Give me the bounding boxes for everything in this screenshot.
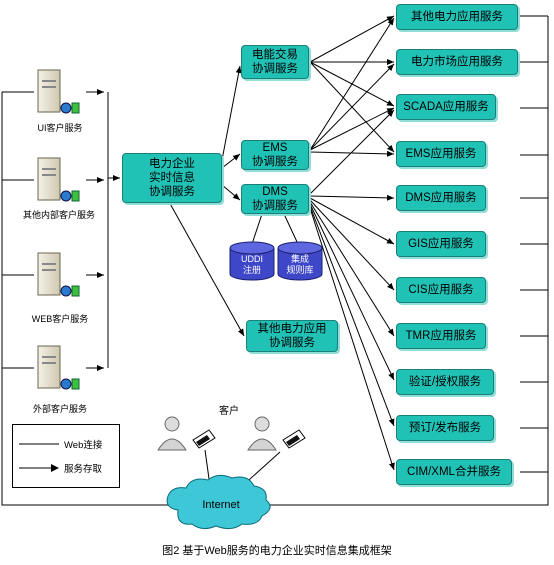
legend-service-access: 服务存取 <box>19 461 102 475</box>
server-icon <box>37 69 80 114</box>
service-label: 其他电力应用服务 <box>411 11 503 23</box>
service-box[interactable]: CIM/XML合并服务 <box>396 459 512 485</box>
uddi-database-icon <box>229 241 275 281</box>
hub-line-3: 协调服务 <box>149 186 195 198</box>
service-label: 预订/发布服务 <box>408 422 482 434</box>
client-label: UI客户服务 <box>37 123 83 133</box>
coord-line-2: 协调服务 <box>252 200 298 212</box>
client-label: WEB客户服务 <box>31 314 89 324</box>
customer-icon <box>247 416 306 451</box>
service-box[interactable]: EMS应用服务 <box>396 141 486 167</box>
dms-coordination[interactable]: DMS 协调服务 <box>241 184 309 214</box>
service-label: TMR应用服务 <box>405 330 477 342</box>
coord-line-1: 其他电力应用 <box>257 323 327 335</box>
legend-web-link: Web连接 <box>19 437 102 451</box>
coord-line-2: 协调服务 <box>269 337 315 349</box>
internet-label: Internet <box>202 499 240 511</box>
service-box[interactable]: TMR应用服务 <box>396 323 486 349</box>
client-label: 外部客户服务 <box>32 404 87 414</box>
service-label: CIS应用服务 <box>408 284 474 296</box>
service-box[interactable]: 验证/授权服务 <box>396 369 494 395</box>
coord-line-2: 协调服务 <box>252 63 298 75</box>
customer-label: 客户 <box>219 406 239 417</box>
customer-icon <box>157 416 216 451</box>
service-box[interactable]: 预订/发布服务 <box>396 415 494 441</box>
service-box[interactable]: CIS应用服务 <box>396 277 486 303</box>
figure-caption: 图2 基于Web服务的电力企业实时信息集成框架 <box>162 545 392 557</box>
rules-database-icon <box>277 241 323 281</box>
internet-cloud-icon <box>166 474 271 530</box>
server-icon <box>37 252 80 297</box>
service-box[interactable]: 电力市场应用服务 <box>396 49 518 75</box>
service-label: GIS应用服务 <box>408 238 474 250</box>
service-box[interactable]: DMS应用服务 <box>396 185 486 211</box>
server-icon <box>37 157 80 202</box>
service-label: 验证/授权服务 <box>408 376 482 388</box>
energy-trading-coordination[interactable]: 电能交易协调服务 <box>241 45 309 79</box>
service-label: EMS应用服务 <box>405 148 477 160</box>
server-icon <box>37 345 80 390</box>
service-label: CIM/XML合并服务 <box>407 466 501 478</box>
service-box[interactable]: SCADA应用服务 <box>396 94 496 120</box>
service-box[interactable]: GIS应用服务 <box>396 231 486 257</box>
client-label: 其他内部客户服务 <box>22 210 95 220</box>
coord-line-2: 协调服务 <box>252 156 298 168</box>
database-label: 集成规则库 <box>286 254 314 275</box>
service-label: SCADA应用服务 <box>403 101 489 113</box>
service-label: 电力市场应用服务 <box>411 56 503 68</box>
service-label: DMS应用服务 <box>405 192 477 204</box>
hub-coordination-service[interactable]: 电力企业 实时信息 协调服务 <box>122 153 222 203</box>
hub-line-2: 实时信息 <box>149 172 195 184</box>
legend-web-link-label: Web连接 <box>64 440 103 451</box>
ems-coordination[interactable]: EMS 协调服务 <box>241 140 309 170</box>
other-power-coordination[interactable]: 其他电力应用协调服务 <box>246 320 338 352</box>
hub-line-1: 电力企业 <box>149 158 195 170</box>
coord-line-1: EMS <box>262 142 288 154</box>
coord-line-1: 电能交易 <box>252 49 298 61</box>
service-box[interactable]: 其他电力应用服务 <box>396 4 518 30</box>
coord-line-1: DMS <box>262 186 288 198</box>
legend: Web连接 服务存取 <box>12 424 120 488</box>
legend-service-access-label: 服务存取 <box>64 464 103 475</box>
